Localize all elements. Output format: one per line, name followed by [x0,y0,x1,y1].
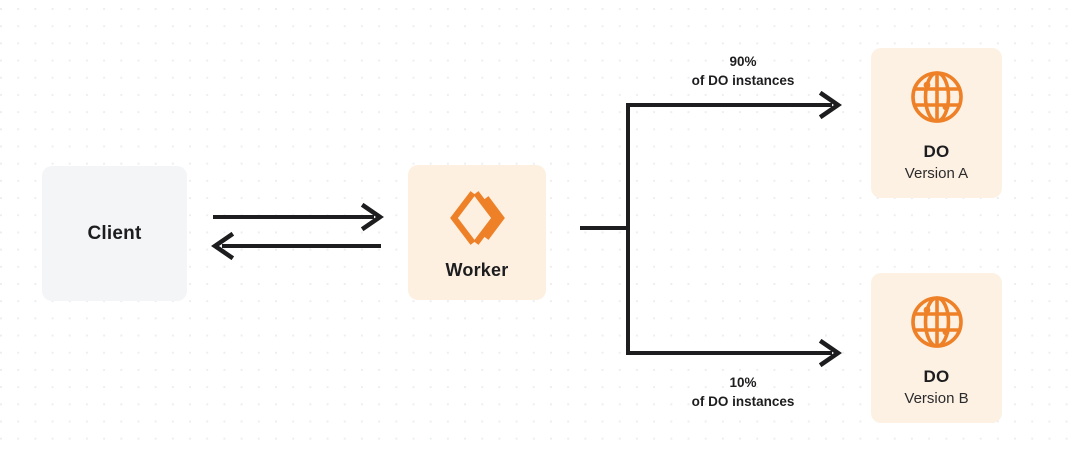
worker-label: Worker [445,260,509,280]
edge-label-to-do-a-description: of DO instances [691,73,795,89]
edge-worker-split-bus [580,103,630,355]
do-b-title: DO [923,367,950,386]
edge-worker-to-client [211,231,381,261]
do-a-subtitle: Version A [904,165,969,182]
do-a-title: DO [923,142,950,161]
cloudflare-workers-icon [446,190,508,246]
durable-object-globe-icon [908,68,966,126]
edge-label-to-do-a: 90% of DO instances [658,52,828,90]
node-do-version-a[interactable]: DO Version A [871,48,1002,198]
edge-client-to-worker [213,202,384,232]
do-b-subtitle: Version B [904,390,969,407]
edge-label-to-do-a-percent: 90% [729,54,757,69]
node-do-version-b[interactable]: DO Version B [871,273,1002,423]
edge-to-do-a [626,90,842,120]
durable-object-globe-icon [908,293,966,351]
node-worker[interactable]: Worker [408,165,546,300]
edge-to-do-b [626,338,842,368]
edge-label-to-do-b: 10% of DO instances [658,373,828,411]
edge-label-to-do-b-description: of DO instances [691,394,795,410]
edge-label-to-do-b-percent: 10% [729,375,757,390]
client-label: Client [87,222,142,244]
node-client[interactable]: Client [42,166,187,301]
